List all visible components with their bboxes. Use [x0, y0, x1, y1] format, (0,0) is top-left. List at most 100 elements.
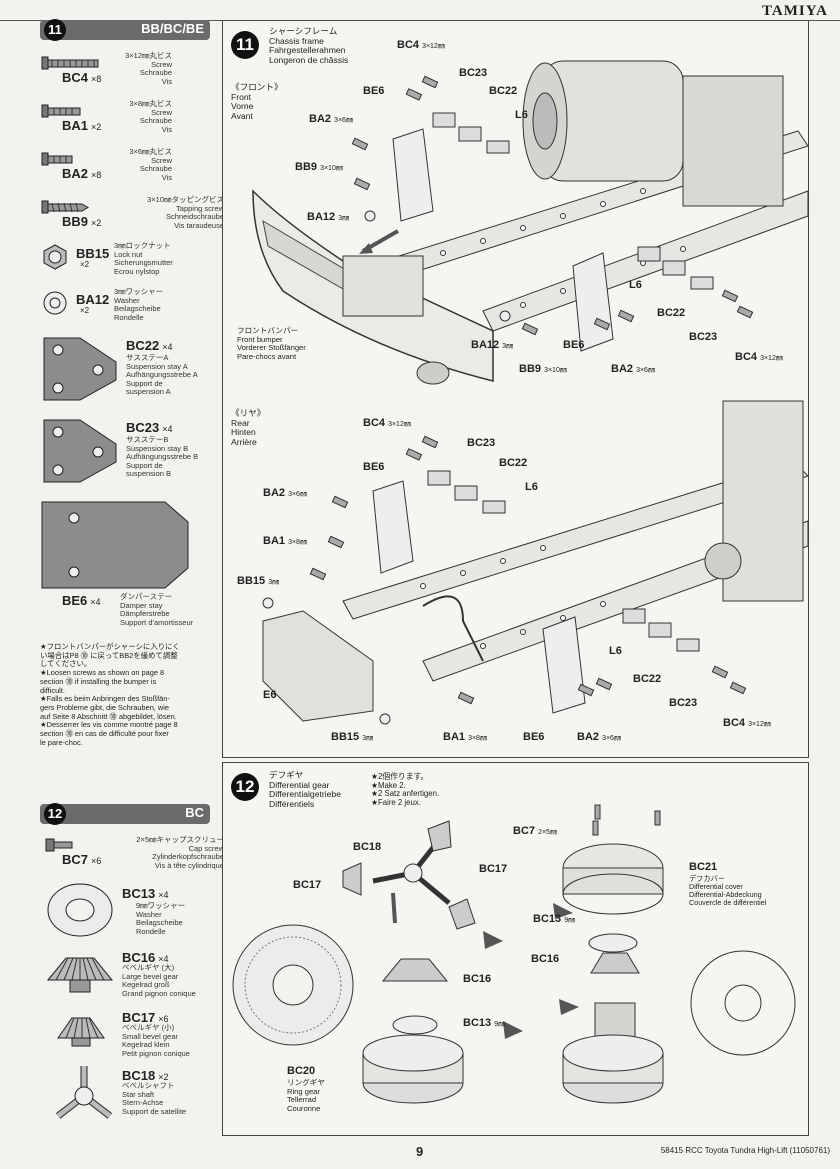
step11-badge: 11 [44, 19, 66, 41]
label-be6-rear-top: BE6 [363, 461, 385, 473]
step12-parts-header: 12 BC [40, 803, 210, 825]
part-bc4: BC4×8 3×12㎜丸ビス Screw Schraube Vis [40, 50, 225, 90]
screw-icon [41, 152, 73, 166]
label-bb9-front-top: BB9 3×10㎜ [295, 161, 343, 173]
damper-stay-icon [41, 501, 189, 589]
step12-number: 12 [231, 773, 259, 801]
label-bc13-right: BC13 9㎜ [533, 913, 576, 925]
label-bc4-rear-top: BC4 3×12㎜ [363, 417, 411, 429]
screw-icon [41, 56, 99, 70]
label-bc7: BC7 2×5㎜ [513, 825, 557, 837]
part-qty: ×2 [80, 306, 90, 315]
part-ba2: BA2×8 3×6㎜丸ビス Screw Schraube Vis [40, 146, 225, 186]
label-bc23-rear-bottom: BC23 [669, 697, 698, 709]
part-code: BC23×4 [126, 420, 173, 435]
step12-panel: 12 デフギヤ Differential gear Differentialge… [222, 762, 809, 1136]
bc21-desc: デフカバー Differential cover Differential-Ab… [689, 874, 767, 907]
part-ba1: BA1×2 3×8㎜丸ビス Screw Schraube Vis [40, 98, 225, 138]
label-bc17-left: BC17 [293, 879, 322, 891]
part-desc: 2×5㎜キャップスクリュー Cap screw Zylinderkopfschr… [136, 835, 224, 870]
label-ba1-rear-bottom: BA1 3×8㎜ [443, 731, 487, 743]
part-desc: ベベルシャフト Star shaft Stern-Achse Support d… [122, 1081, 187, 1116]
label-bb9-front-bottom: BB9 3×10㎜ [519, 363, 567, 375]
step11-parts-header: 11 BB/BC/BE [40, 19, 210, 41]
part-desc: 9㎜ワッシャー Washer Beilagscheibe Rondelle [136, 901, 186, 936]
front-label: 《フロント》 Front Vorne Avant [231, 82, 283, 121]
bumper-label: フロントバンパー Front bumper Vorderer Stoßfänge… [237, 326, 306, 361]
part-desc: 3×6㎜丸ビス Screw Schraube Vis [129, 147, 172, 182]
suspension-stay-a-icon [43, 337, 117, 401]
label-bc13-left: BC13 9㎜ [463, 1017, 506, 1029]
label-be6-front-top: BE6 [363, 85, 385, 97]
part-desc: 3㎜ワッシャー Washer Beilagscheibe Rondelle [114, 287, 164, 322]
label-bc22-front-bottom: BC22 [657, 307, 686, 319]
part-bc22: BC22×4 サスステーA Suspension stay A Aufhängu… [40, 334, 225, 406]
step12-title: デフギヤ Differential gear Differentialgetri… [269, 770, 341, 809]
part-bc13: BC13×4 9㎜ワッシャー Washer Beilagscheibe Rond… [40, 882, 225, 938]
part-code: BA2×8 [62, 166, 102, 181]
part-code: BA12 [76, 292, 110, 307]
step11-parts-set: BB/BC/BE [141, 21, 204, 36]
part-bc18: BC18×2 ベベルシャフト Star shaft Stern-Achse Su… [40, 1062, 225, 1132]
small-bevel-gear-icon [57, 1017, 105, 1047]
part-desc: サスステーB Suspension stay B Aufhängungsstre… [126, 435, 199, 478]
part-bc23: BC23×4 サスステーB Suspension stay B Aufhängu… [40, 416, 225, 488]
part-ba12: BA12 ×2 3㎜ワッシャー Washer Beilagscheibe Ron… [40, 287, 225, 328]
label-bc23-front-top: BC23 [459, 67, 488, 79]
label-be6-rear-bottom: BE6 [523, 731, 545, 743]
label-bb15-rear-bottom: BB15 3㎜ [331, 731, 374, 743]
page-number: 9 [416, 1144, 424, 1159]
label-ba1-rear-top: BA1 3×8㎜ [263, 535, 307, 547]
bc20-desc: リングギヤ Ring gear Tellerrad Couronne [287, 1078, 325, 1113]
part-desc: サスステーA Suspension stay A Aufhängungsstre… [126, 353, 198, 396]
footer-code: 58415 RCC Toyota Tundra High-Lift (11050… [660, 1146, 830, 1155]
part-code: BC4×8 [62, 70, 102, 85]
step11-panel: 11 シャーシフレーム Chassis frame Fahrgestellera… [222, 20, 809, 758]
step12-badge: 12 [44, 803, 66, 825]
part-be6: BE6×4 ダンパーステー Damper stay Dämpferstrebe … [40, 500, 225, 640]
label-bc21: BC21 [689, 861, 718, 873]
label-bc18: BC18 [353, 841, 382, 853]
lock-nut-icon [43, 244, 67, 270]
part-desc: ベベルギヤ (小) Small bevel gear Kegelrad klei… [122, 1023, 190, 1058]
label-bc4-front-bottom: BC4 3×12㎜ [735, 351, 783, 363]
part-code: BE6×4 [62, 593, 101, 608]
brand-logo: TAMIYA [761, 3, 828, 19]
label-bc23-front-bottom: BC23 [689, 331, 718, 343]
differential-drawing [232, 804, 796, 1104]
part-bc7: BC7×6 2×5㎜キャップスクリュー Cap screw Zylinderko… [40, 834, 225, 878]
part-code: BA1×2 [62, 118, 102, 133]
label-bc20: BC20 [287, 1065, 316, 1077]
label-bc4-front-top: BC4 3×12㎜ [397, 39, 445, 51]
part-bb15: BB15 ×2 3㎜ロックナット Lock nut Sicherungsmutt… [40, 241, 225, 282]
step11-number: 11 [231, 31, 259, 59]
part-desc: ベベルギヤ (大) Large bevel gear Kegelrad groß… [122, 963, 196, 998]
large-washer-icon [47, 883, 113, 937]
washer-icon [43, 291, 67, 315]
label-l6-front-bottom: L6 [629, 279, 642, 291]
make-note: ★2個作ります。 ★Make 2. ★2 Satz anfertigen. ★F… [371, 772, 440, 807]
label-ba2-front-top: BA2 3×6㎜ [309, 113, 353, 125]
cap-screw-icon [45, 838, 73, 852]
part-code: BB15 [76, 246, 110, 261]
label-bc22-rear-bottom: BC22 [633, 673, 662, 685]
rear-chassis-drawing [262, 400, 809, 725]
part-code: BC17×6 [122, 1010, 169, 1025]
part-desc: 3×8㎜丸ビス Screw Schraube Vis [129, 99, 172, 134]
part-desc: 3㎜ロックナット Lock nut Sicherungsmutter Ecrou… [114, 241, 173, 276]
screw-icon [41, 104, 81, 118]
label-bc22-front-top: BC22 [489, 85, 518, 97]
rear-label: 《リヤ》 Rear Hinten Arrière [231, 408, 266, 447]
part-bc17: BC17×6 ベベルギヤ (小) Small bevel gear Kegelr… [40, 1010, 225, 1062]
label-ba2-rear-top: BA2 3×6㎜ [263, 487, 307, 499]
label-l6-rear-top: L6 [525, 481, 538, 493]
label-ba12-front-bottom: BA12 3㎜ [471, 339, 514, 351]
label-bc22-rear-top: BC22 [499, 457, 528, 469]
tapping-screw-icon [41, 200, 89, 214]
part-qty: ×2 [80, 260, 90, 269]
front-chassis-drawing [252, 60, 809, 385]
label-ba12-front-top: BA12 3㎜ [307, 211, 350, 223]
suspension-stay-b-icon [43, 419, 117, 483]
label-bc17-right: BC17 [479, 863, 508, 875]
label-l6-rear-bottom: L6 [609, 645, 622, 657]
